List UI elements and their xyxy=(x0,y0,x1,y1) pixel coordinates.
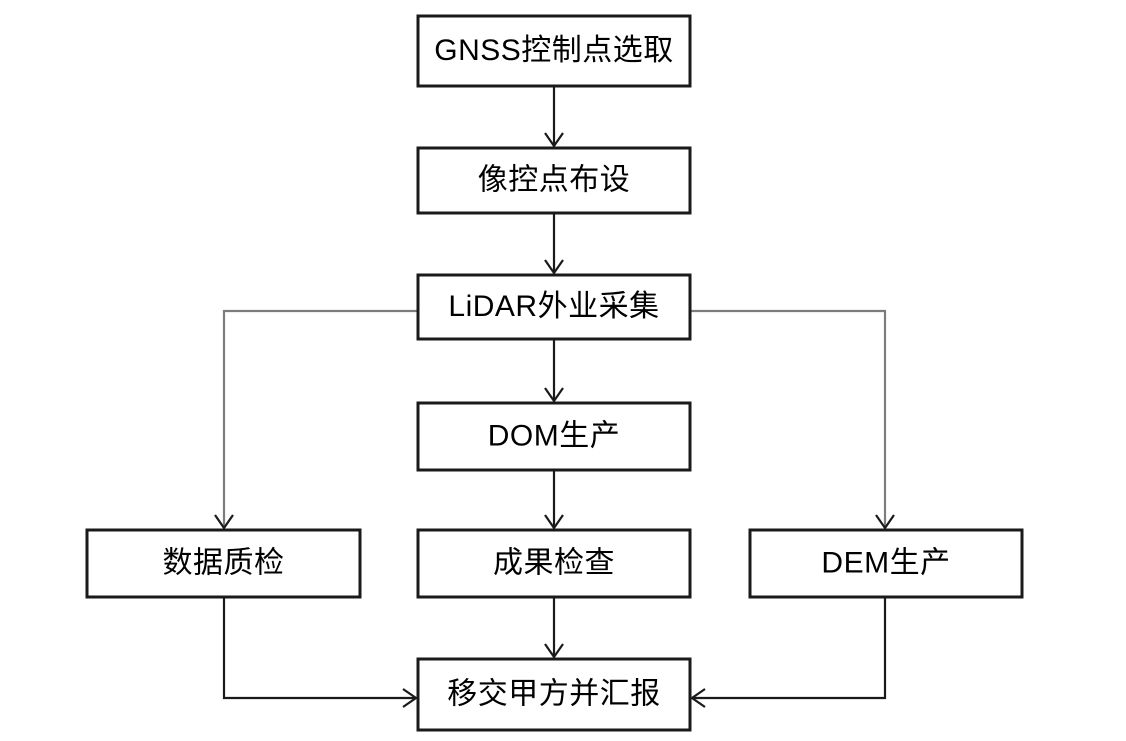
flow-node-box-deliver[interactable] xyxy=(416,657,692,732)
flow-edge-lidar-to-quality xyxy=(214,309,418,530)
flow-edge-dem-to-deliver xyxy=(690,597,887,708)
flow-node-label-dom: DOM生产 xyxy=(488,419,621,452)
flow-edge-lidar-to-dom xyxy=(544,339,564,403)
flow-node-box-xkd[interactable] xyxy=(416,146,692,215)
flow-node-dom[interactable]: DOM生产 xyxy=(416,401,692,472)
flow-node-box-gnss[interactable] xyxy=(416,14,692,88)
flow-node-deliver[interactable]: 移交甲方并汇报 xyxy=(416,657,692,732)
flow-node-label-gnss: GNSS控制点选取 xyxy=(434,34,674,67)
flow-edge-dom-to-check xyxy=(544,470,564,530)
flow-node-box-dem[interactable] xyxy=(748,528,1024,599)
flow-edge-gnss-to-xkd xyxy=(544,86,564,148)
flow-node-check[interactable]: 成果检查 xyxy=(416,528,692,599)
flow-edge-check-to-deliver xyxy=(544,597,564,659)
flow-node-xkd[interactable]: 像控点布设 xyxy=(416,146,692,215)
flow-edge-quality-to-deliver xyxy=(222,597,418,708)
flow-node-box-dom[interactable] xyxy=(416,401,692,472)
flow-edge-xkd-to-lidar xyxy=(544,213,564,275)
flow-node-quality[interactable]: 数据质检 xyxy=(85,528,362,599)
flow-node-box-quality[interactable] xyxy=(85,528,362,599)
flow-node-dem[interactable]: DEM生产 xyxy=(748,528,1024,599)
edges-layer xyxy=(214,86,895,708)
flow-node-box-check[interactable] xyxy=(416,528,692,599)
flow-node-label-lidar: LiDAR外业采集 xyxy=(448,290,659,323)
flow-edge-lidar-to-dem xyxy=(690,309,895,530)
flow-node-label-dem: DEM生产 xyxy=(821,546,950,579)
flow-node-gnss[interactable]: GNSS控制点选取 xyxy=(416,14,692,88)
flow-node-label-deliver: 移交甲方并汇报 xyxy=(447,677,661,710)
flow-node-label-check: 成果检查 xyxy=(493,546,615,579)
flow-node-box-lidar[interactable] xyxy=(416,273,692,341)
flow-node-label-xkd: 像控点布设 xyxy=(478,163,631,196)
flow-node-label-quality: 数据质检 xyxy=(163,546,285,579)
flow-node-lidar[interactable]: LiDAR外业采集 xyxy=(416,273,692,341)
